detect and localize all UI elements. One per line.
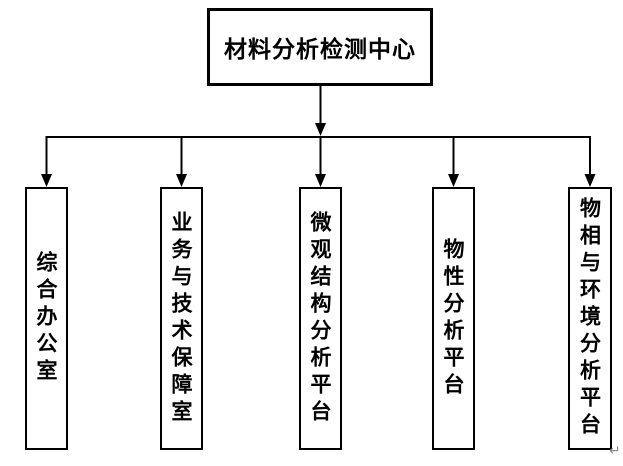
child-node-label: 业务与技术保障室 (169, 210, 194, 427)
child-node-box-physical-property-platform: 物性分析平台 (432, 187, 475, 450)
arrowhead-5 (584, 174, 596, 187)
child-node-label: 物相与环境分析平台 (577, 197, 603, 440)
child-node-label: 物性分析平台 (441, 237, 466, 400)
paragraph-return-mark: ↵ (609, 443, 621, 459)
child-node-box-business-tech-support: 业务与技术保障室 (160, 187, 203, 450)
arrowhead-1 (41, 174, 52, 187)
root-node-box: 材料分析检测中心 (207, 8, 433, 86)
arrowhead-3 (315, 174, 326, 187)
child-node-label: 微观结构分析平台 (308, 210, 333, 427)
child-node-label: 综合办公室 (34, 251, 59, 386)
child-node-box-general-office: 综合办公室 (25, 187, 68, 450)
root-node-label: 材料分析检测中心 (224, 36, 416, 63)
child-node-box-phase-environment-platform: 物相与环境分析平台 (568, 187, 612, 450)
arrowhead-2 (176, 174, 187, 187)
arrowhead-root (315, 123, 326, 136)
arrowhead-4 (448, 174, 459, 187)
child-node-box-microstructure-platform: 微观结构分析平台 (299, 187, 342, 450)
